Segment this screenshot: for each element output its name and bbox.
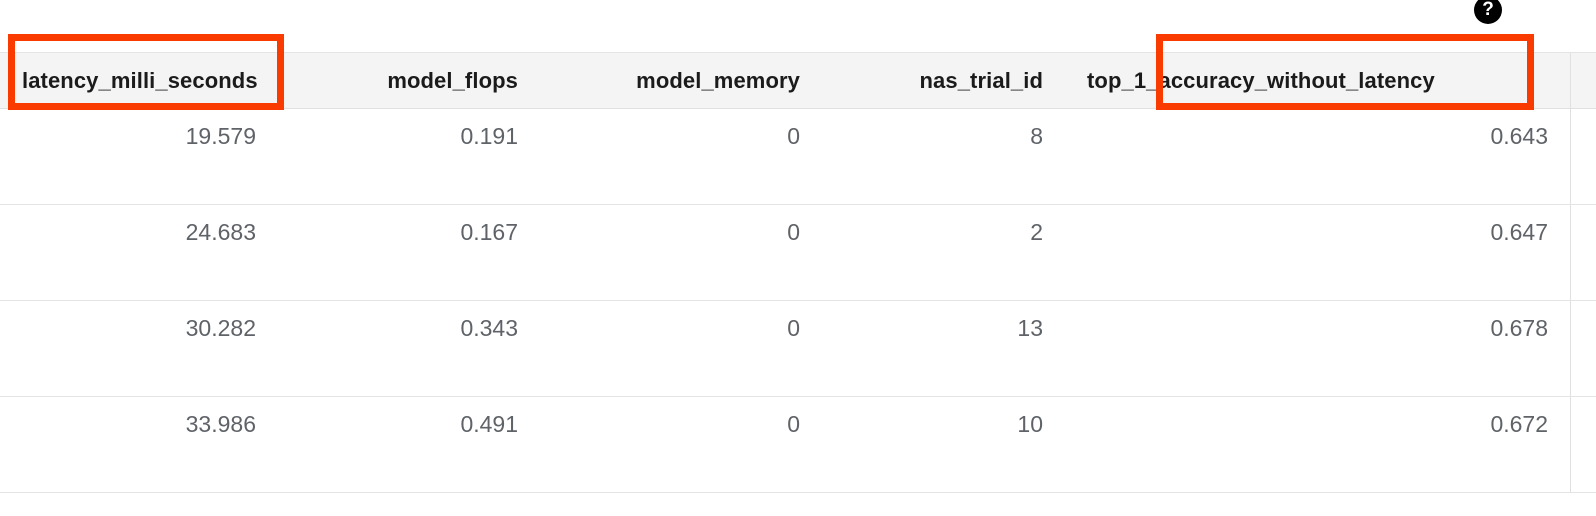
column-header-model-flops[interactable]: model_flops	[387, 67, 518, 93]
column-header-latency-milli-seconds[interactable]: latency_milli_seconds	[22, 67, 258, 93]
cell-nas-trial-id: 8	[1030, 123, 1043, 149]
cell-model-memory: 0	[787, 123, 800, 149]
cell-model-memory: 0	[787, 411, 800, 437]
table-row[interactable]: 19.579 0.191 0 8 0.643	[0, 109, 1596, 205]
help-question-icon[interactable]: ?	[1474, 0, 1502, 24]
toolbar-strip: ?	[0, 0, 1596, 52]
cell-model-memory: 0	[787, 315, 800, 341]
cell-next-truncated	[1570, 205, 1596, 300]
cell-nas-trial-id: 2	[1030, 219, 1043, 245]
cell-next-truncated	[1570, 397, 1596, 492]
cell-model-flops: 0.343	[460, 315, 518, 341]
cell-next-truncated	[1570, 109, 1596, 204]
cell-nas-trial-id: 13	[1017, 315, 1043, 341]
cell-latency-milli-seconds: 33.986	[185, 411, 256, 437]
cell-latency-milli-seconds: 30.282	[185, 315, 256, 341]
cell-model-memory: 0	[787, 219, 800, 245]
results-table: latency_milli_seconds model_flops model_…	[0, 52, 1596, 493]
column-header-nas-trial-id[interactable]: nas_trial_id	[919, 67, 1043, 93]
cell-model-flops: 0.191	[460, 123, 518, 149]
table-row[interactable]: 30.282 0.343 0 13 0.678	[0, 301, 1596, 397]
column-header-model-memory[interactable]: model_memory	[636, 67, 800, 93]
table-row[interactable]: 24.683 0.167 0 2 0.647	[0, 205, 1596, 301]
cell-next-truncated	[1570, 301, 1596, 396]
cell-nas-trial-id: 10	[1017, 411, 1043, 437]
cell-top-1-accuracy-without-latency: 0.678	[1490, 315, 1548, 341]
cell-model-flops: 0.167	[460, 219, 518, 245]
column-header-next-truncated[interactable]	[1570, 53, 1596, 108]
cell-model-flops: 0.491	[460, 411, 518, 437]
cell-latency-milli-seconds: 19.579	[185, 123, 256, 149]
table-row[interactable]: 33.986 0.491 0 10 0.672	[0, 397, 1596, 493]
cell-top-1-accuracy-without-latency: 0.647	[1490, 219, 1548, 245]
table-header-row: latency_milli_seconds model_flops model_…	[0, 52, 1596, 109]
column-header-top-1-accuracy-without-latency[interactable]: top_1_accuracy_without_latency	[1087, 67, 1435, 93]
cell-latency-milli-seconds: 24.683	[185, 219, 256, 245]
cell-top-1-accuracy-without-latency: 0.672	[1490, 411, 1548, 437]
cell-top-1-accuracy-without-latency: 0.643	[1490, 123, 1548, 149]
